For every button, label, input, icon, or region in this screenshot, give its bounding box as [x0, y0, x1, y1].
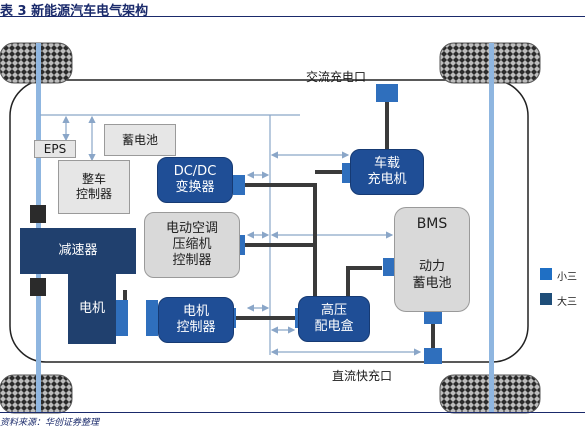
vehicle-control-unit-box: 整车 控制器 [58, 160, 130, 214]
eps-box: EPS [34, 140, 76, 158]
low-voltage-network [40, 114, 422, 356]
vehicle-body-outline [9, 79, 529, 363]
legend-swatch-small [540, 268, 552, 280]
figure-title: 表 3 新能源汽车电气架构 [0, 4, 149, 19]
right-axle [489, 43, 494, 413]
motor-controller-box: 电机 控制器 [158, 297, 234, 343]
source-note: 资料来源：华创证券整理 [0, 418, 100, 428]
ac-charging-port-label: 交流充电口 [306, 70, 367, 84]
footer-rule [0, 412, 585, 413]
motor-box: 电机 [68, 274, 116, 344]
title-rule [0, 16, 585, 17]
ac-compressor-controller-box: 电动空调 压缩机 控制器 [144, 212, 240, 278]
dcdc-converter-box: DC/DC 变换器 [157, 157, 233, 203]
onboard-charger-box: 车载 充电机 [350, 149, 424, 195]
power-battery-box: 动力 蓄电池 [394, 240, 470, 312]
bms-box: BMS [394, 207, 470, 241]
auxiliary-battery-box: 蓄电池 [104, 124, 176, 156]
high-voltage-network [123, 102, 435, 350]
legend-swatch-large [540, 293, 552, 305]
reducer-box: 减速器 [20, 228, 136, 274]
dc-fast-charging-port-label: 直流快充口 [332, 369, 393, 383]
legend-label-large: 大三 [557, 297, 577, 308]
legend-label-small: 小三 [557, 272, 577, 283]
hv-power-distribution-box: 高压 配电盒 [298, 296, 370, 342]
